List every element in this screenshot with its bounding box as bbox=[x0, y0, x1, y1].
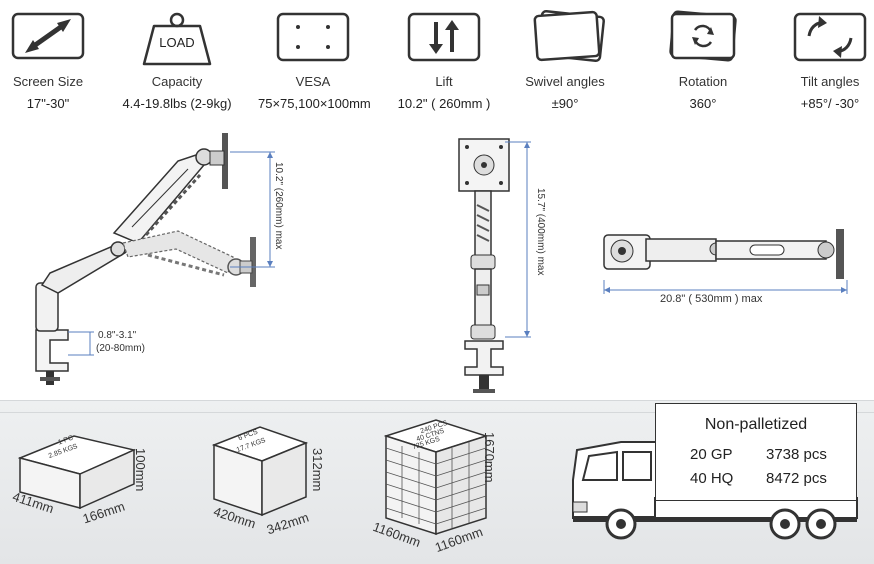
truck-illustration bbox=[572, 441, 858, 540]
extension-dimension-label: 20.8" ( 530mm ) max bbox=[660, 293, 763, 305]
swivel-screens-icon bbox=[533, 10, 605, 62]
vesa-holes-icon bbox=[276, 12, 350, 62]
front-view-arm-drawing bbox=[458, 138, 510, 393]
feature-label: Screen Size bbox=[12, 74, 84, 89]
package-1-height: 100mm bbox=[133, 448, 148, 492]
feature-label: Rotation bbox=[678, 74, 728, 89]
feature-value: +85°/ -30° bbox=[800, 96, 860, 111]
load-icon-text: LOAD bbox=[159, 35, 195, 50]
floor-line bbox=[0, 400, 874, 401]
feature-value: 17"-30" bbox=[26, 96, 70, 111]
clamp-dimension-line bbox=[68, 331, 94, 356]
feature-label: Tilt angles bbox=[800, 74, 860, 89]
side-view-arm-drawing bbox=[35, 133, 256, 385]
shipping-container-40hq: 40 HQ bbox=[690, 470, 734, 487]
clamp-dimension-mm: (20-80mm) bbox=[96, 343, 145, 354]
feature-label: VESA bbox=[295, 74, 331, 89]
shipping-qty-20gp: 3738 pcs bbox=[766, 446, 827, 463]
height-dimension-line bbox=[505, 141, 531, 338]
feature-label: Swivel angles bbox=[525, 74, 605, 89]
package-pallet bbox=[384, 419, 488, 536]
shipping-title: Non-palletized bbox=[704, 416, 808, 433]
height-dimension-label: 15.7" (400mm) max bbox=[535, 188, 546, 276]
package-2-height: 312mm bbox=[310, 448, 325, 492]
feature-value: 75×75,100×100mm bbox=[258, 96, 371, 111]
lift-dimension-label: 10.2" (260mm) max bbox=[273, 162, 284, 250]
shipping-container-panel: Non-palletized 20 GP 3738 pcs 40 HQ 8472… bbox=[655, 403, 857, 501]
feature-label: Capacity bbox=[151, 74, 203, 89]
diagonal-arrow-icon bbox=[11, 12, 85, 60]
rotation-icon bbox=[669, 10, 737, 62]
package-box-carton bbox=[212, 426, 308, 517]
shipping-container-20gp: 20 GP bbox=[690, 446, 733, 463]
load-weight-icon bbox=[142, 12, 212, 66]
extension-dimension-line bbox=[603, 280, 848, 294]
feature-value: 360° bbox=[689, 96, 717, 111]
clamp-dimension-label: 0.8"-3.1" bbox=[98, 330, 137, 341]
feature-value: ±90° bbox=[551, 96, 579, 111]
floor-line bbox=[0, 412, 874, 413]
tilt-icon bbox=[793, 12, 867, 62]
package-3-height: 1670mm bbox=[482, 432, 497, 483]
shipping-qty-40hq: 8472 pcs bbox=[766, 470, 827, 487]
top-view-arm-drawing bbox=[603, 229, 844, 279]
feature-label: Lift bbox=[435, 74, 453, 89]
feature-value: 10.2" ( 260mm ) bbox=[397, 96, 491, 111]
feature-value: 4.4-19.8lbs (2-9kg) bbox=[122, 96, 232, 111]
lift-dimension-line bbox=[230, 151, 275, 268]
package-box-single bbox=[18, 435, 136, 510]
lift-arrows-icon bbox=[407, 12, 481, 62]
